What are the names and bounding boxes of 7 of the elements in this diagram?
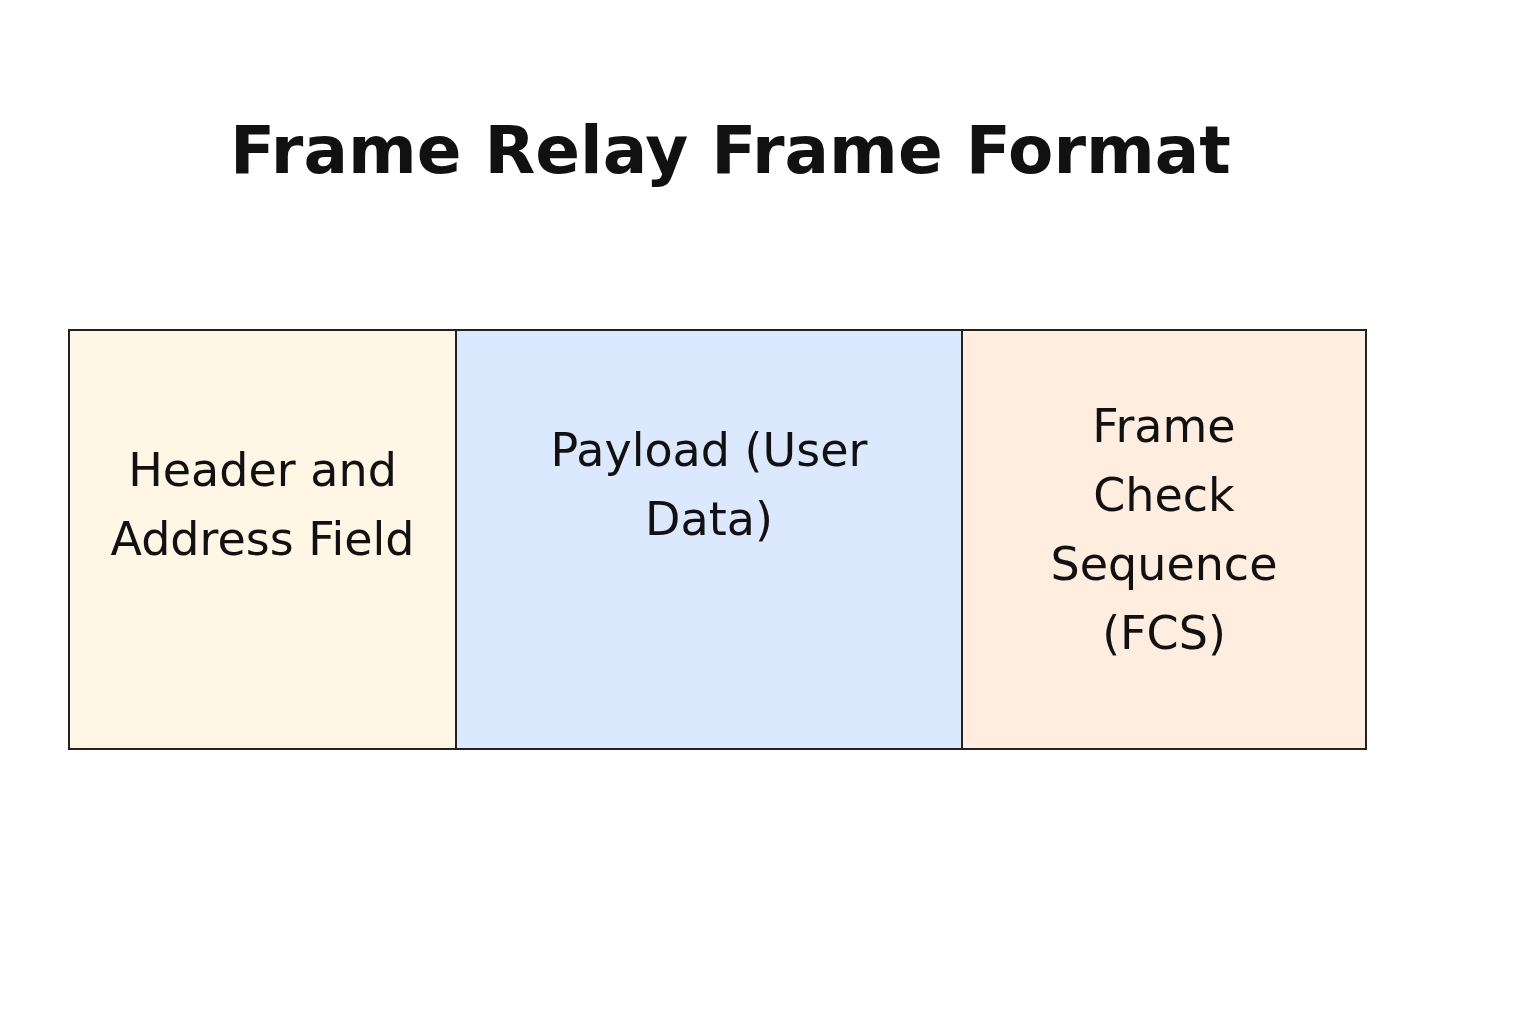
field-label: Payload (User Data)	[549, 421, 869, 548]
frame-field-box	[961, 329, 1367, 750]
frame-field-box	[68, 329, 457, 750]
field-label: Frame Check Sequence (FCS)	[1049, 397, 1279, 662]
diagram-title: Frame Relay Frame Format	[230, 112, 1231, 189]
field-label: Header and Address Field	[110, 441, 415, 568]
frame-field-box	[455, 329, 963, 750]
